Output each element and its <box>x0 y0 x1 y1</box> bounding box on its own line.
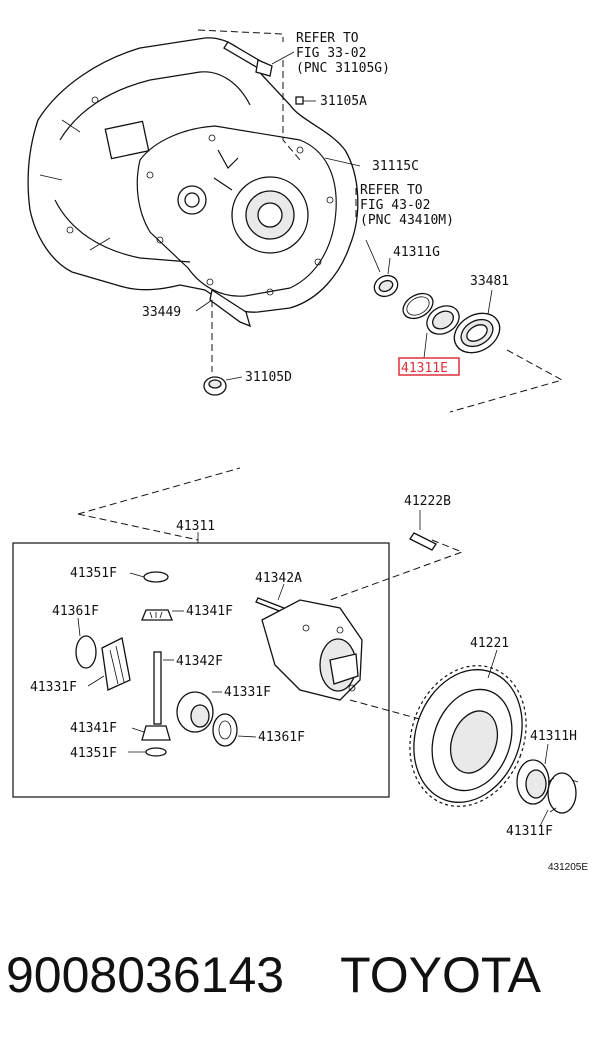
differential-case <box>261 599 363 701</box>
callout-41342A: 41342A <box>255 571 302 586</box>
callout-31115C: 31115C <box>372 159 419 174</box>
callout-41351F-bottom: 41351F <box>70 746 117 761</box>
callout-41331F-right: 41331F <box>224 685 271 700</box>
top-callout-labels: REFER TO FIG 33-02 (PNC 31105G) 31105A 3… <box>142 31 509 385</box>
case-bolt-holes <box>66 96 334 296</box>
exploded-parts-diagram: REFER TO FIG 33-02 (PNC 31105G) 31105A 3… <box>12 29 588 873</box>
brand-name: TOYOTA <box>340 947 542 1003</box>
differential-subassembly-box <box>12 542 390 798</box>
callout-ref2-line1: REFER TO <box>360 183 423 198</box>
bearing-race-41311E <box>426 305 460 335</box>
bottom-callout-labels: 41311 41222B 41351F 41342A 41341F 41361F… <box>30 494 588 873</box>
plug-31105D <box>203 376 227 396</box>
part-number-footer: 9008036143 TOYOTA <box>6 935 594 1015</box>
plug-31105A <box>295 96 304 105</box>
callout-41311F: 41311F <box>506 824 553 839</box>
washer-41351F-top <box>143 571 169 583</box>
callout-ref2-line3: (PNC 43410M) <box>360 213 454 228</box>
callout-41331F-left: 41331F <box>30 680 77 695</box>
callout-41341F-top: 41341F <box>186 604 233 619</box>
callout-ref1-line3: (PNC 31105G) <box>296 61 390 76</box>
ring-gear-41221 <box>409 665 527 807</box>
differential-group <box>12 467 464 798</box>
pinion-41341F-bottom <box>141 725 171 741</box>
bolt-ref-33-02 <box>223 41 273 77</box>
seal-41311G <box>373 274 399 298</box>
gear-41331F-left <box>101 637 131 691</box>
callout-33481: 33481 <box>470 274 509 289</box>
callout-ref1-line2: FIG 33-02 <box>296 46 366 61</box>
pinion-41341F-top <box>141 609 173 621</box>
callout-31105A: 31105A <box>320 94 367 109</box>
callout-33449: 33449 <box>142 305 181 320</box>
top-leader-lines <box>195 29 564 413</box>
transaxle-case-drawing <box>27 37 359 328</box>
callout-41361F-left: 41361F <box>52 604 99 619</box>
washer-41361F-right <box>212 713 238 747</box>
washer-41351F-bottom <box>145 747 167 757</box>
oil-seal-33481 <box>453 312 501 354</box>
callout-41342F: 41342F <box>176 654 223 669</box>
callout-41311: 41311 <box>176 519 215 534</box>
race-41311F <box>547 772 579 814</box>
bolt-41222B <box>409 532 437 551</box>
callout-ref2-line2: FIG 43-02 <box>360 198 430 213</box>
bearing-41311H <box>516 759 550 805</box>
callout-41311G: 41311G <box>393 245 440 260</box>
callout-ref1-line1: REFER TO <box>296 31 359 46</box>
figure-code: 431205E <box>548 862 588 873</box>
washer-41361F-left <box>75 635 97 669</box>
callout-41311H: 41311H <box>530 729 577 744</box>
callout-41351F-top: 41351F <box>70 566 117 581</box>
callout-41361F-right: 41361F <box>258 730 305 745</box>
shim-ring <box>402 292 434 320</box>
highlight-box-41311E <box>398 357 460 376</box>
bottom-leader-lines <box>77 572 549 827</box>
callout-41222B: 41222B <box>404 494 451 509</box>
callout-41311E-highlighted: 41311E <box>401 361 448 376</box>
callout-31105D: 31105D <box>245 370 292 385</box>
callout-41221: 41221 <box>470 636 509 651</box>
callout-41341F-bottom: 41341F <box>70 721 117 736</box>
pinion-shaft-41342F <box>153 651 162 725</box>
part-number: 9008036143 <box>6 947 285 1003</box>
